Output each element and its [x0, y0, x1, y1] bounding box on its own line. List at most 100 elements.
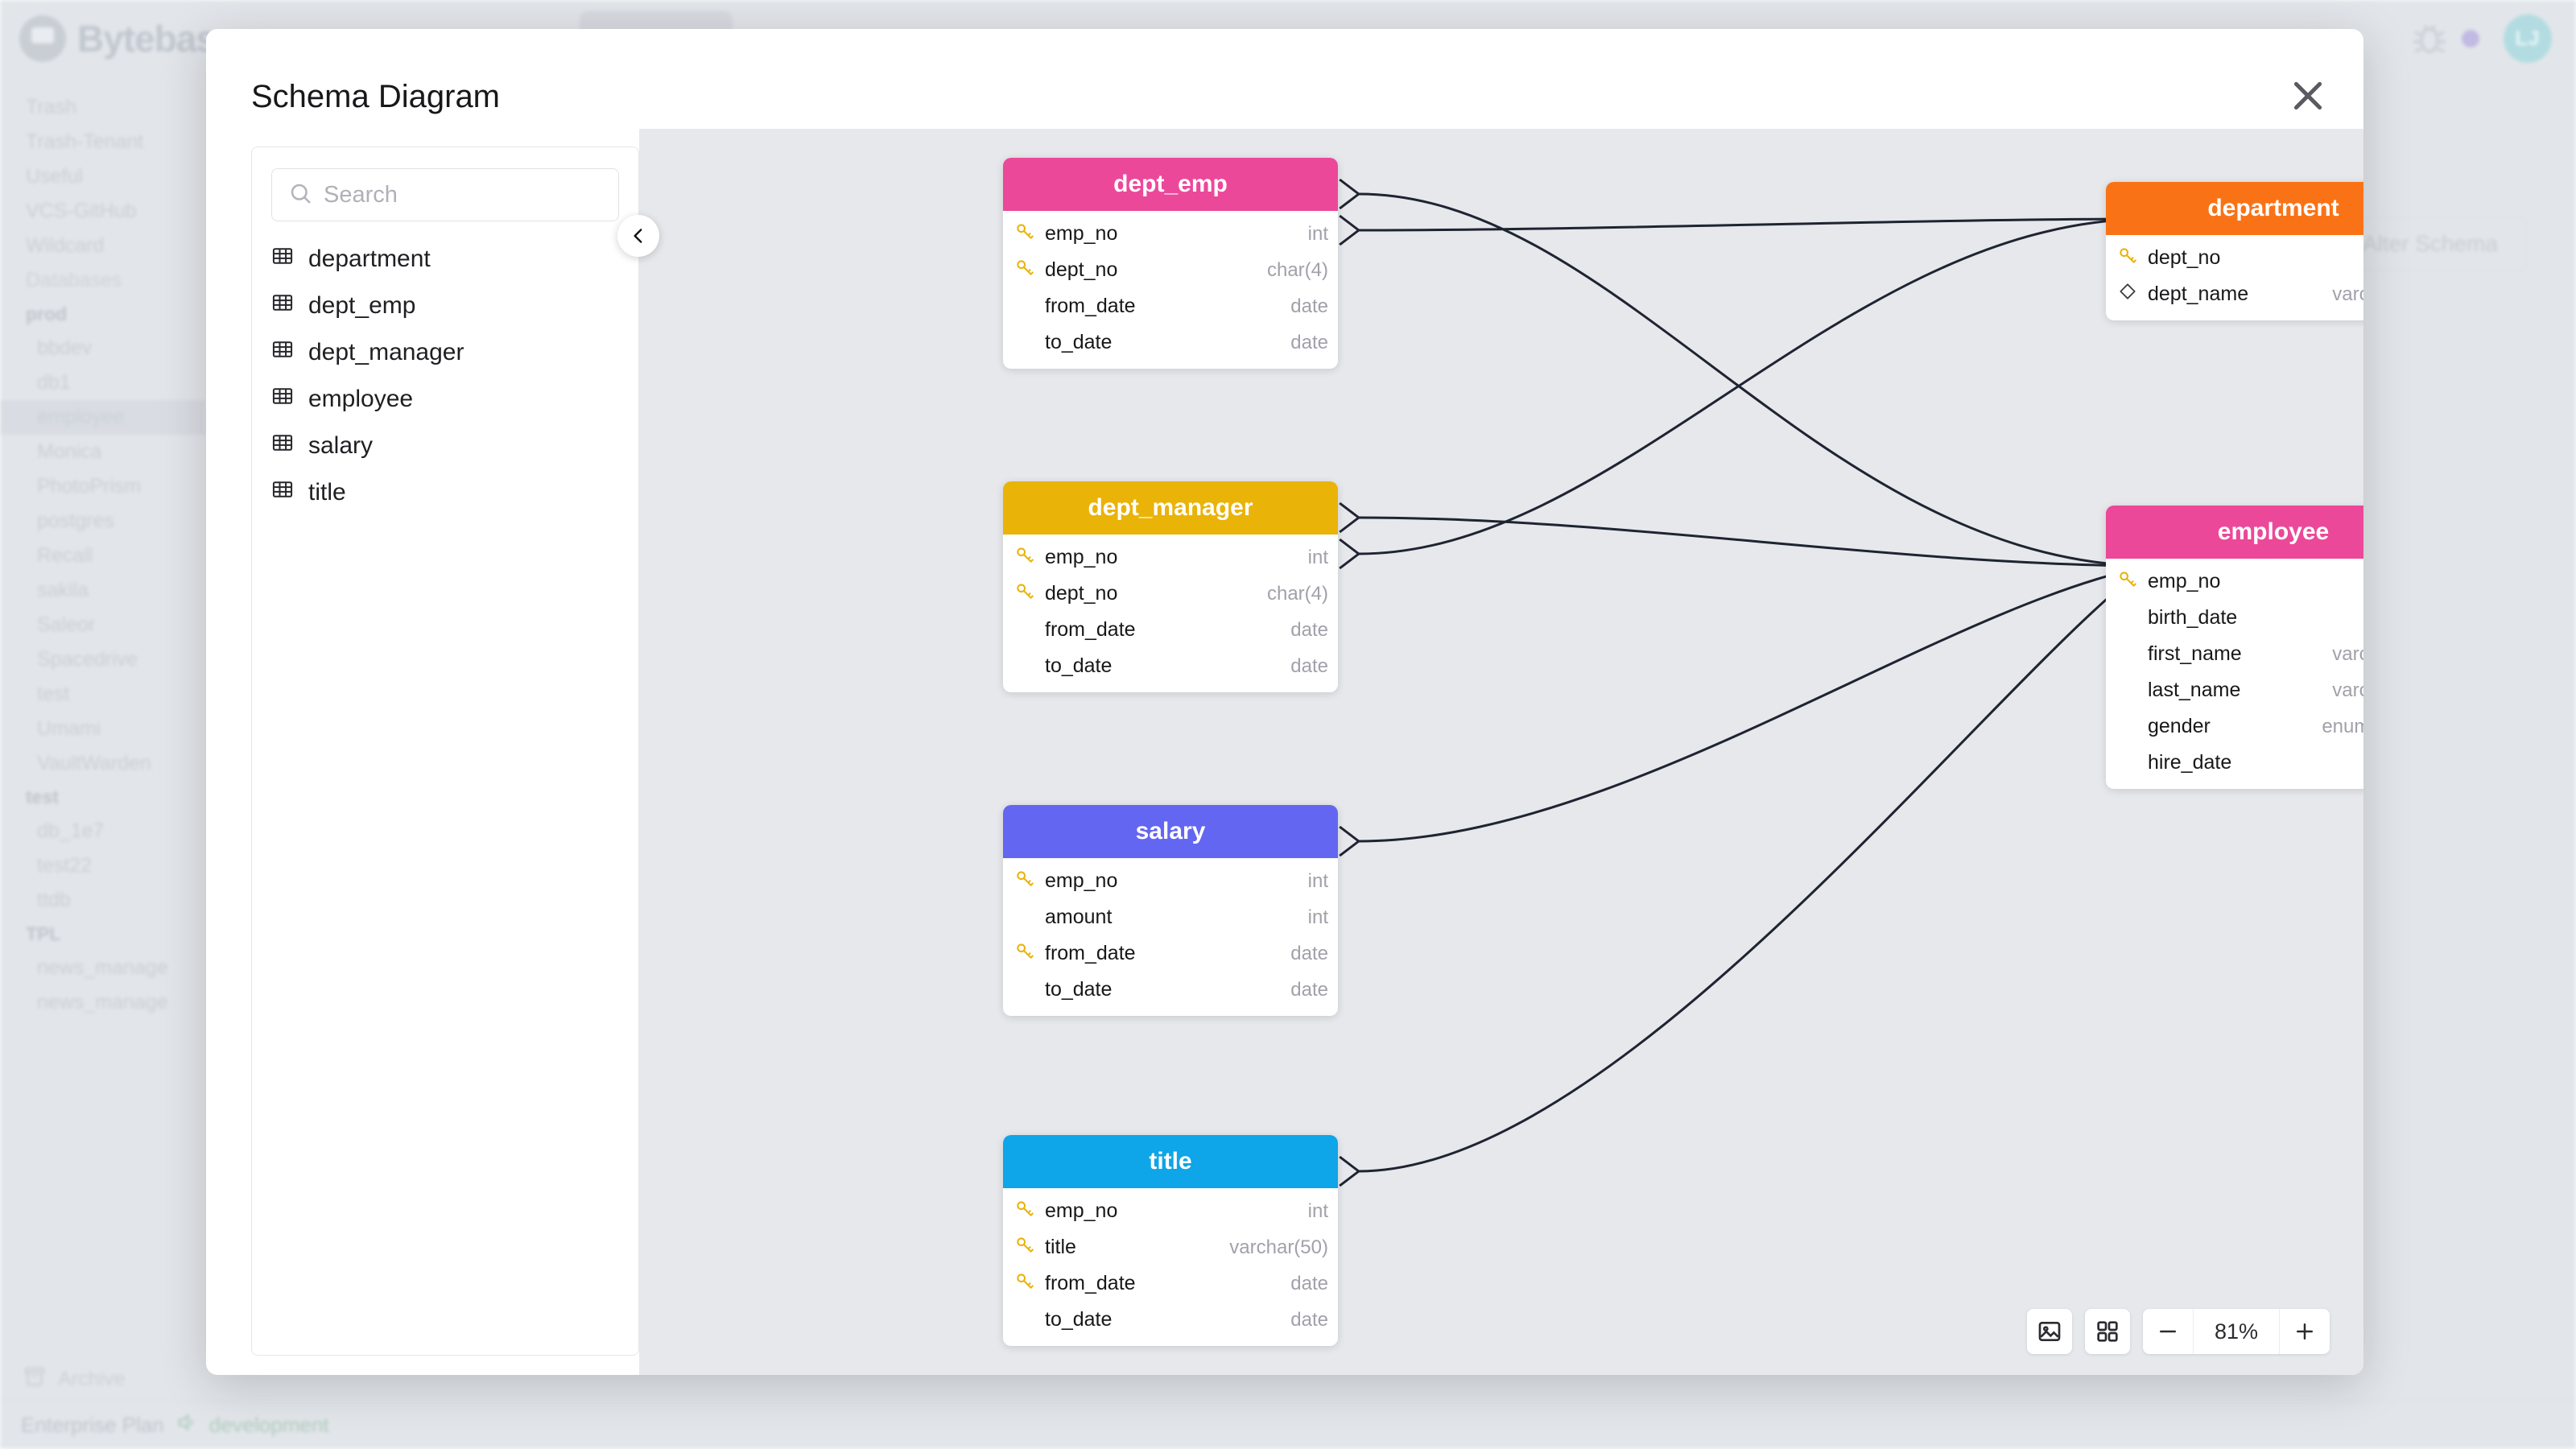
- zoom-in-button[interactable]: [2280, 1309, 2330, 1354]
- list-item[interactable]: dept_manager: [252, 329, 638, 376]
- key-icon: [1014, 221, 1035, 247]
- column-type: date: [1290, 618, 1328, 641]
- sidebar-item[interactable]: test22: [37, 854, 93, 877]
- sidebar-item[interactable]: Useful: [26, 165, 83, 188]
- status-bar: Enterprise Plan development: [0, 1401, 2576, 1449]
- sidebar-item[interactable]: test: [26, 786, 59, 807]
- no-icon: [1014, 653, 1035, 679]
- sidebar-item[interactable]: TPL: [26, 923, 61, 944]
- search-input[interactable]: [324, 181, 627, 208]
- sidebar-item[interactable]: Recall: [37, 544, 93, 567]
- list-item[interactable]: employee: [252, 376, 638, 423]
- speaker-icon[interactable]: [175, 1411, 198, 1439]
- sidebar-item[interactable]: news_manage: [37, 956, 168, 979]
- column-type: date: [1290, 1308, 1328, 1331]
- image-export-icon[interactable]: [2027, 1309, 2072, 1354]
- sidebar-item[interactable]: postgres: [37, 510, 114, 532]
- close-icon[interactable]: [2288, 76, 2328, 116]
- column-name: emp_no: [1045, 222, 1118, 245]
- sidebar-item[interactable]: Saleor: [37, 613, 96, 636]
- grid-layout-icon[interactable]: [2085, 1309, 2130, 1354]
- sidebar-item[interactable]: sakila: [37, 579, 89, 601]
- archive-icon: [23, 1364, 47, 1394]
- sidebar-item[interactable]: db1: [37, 371, 71, 394]
- column-name: emp_no: [2148, 570, 2221, 592]
- column-type: int: [1307, 906, 1328, 928]
- bug-icon[interactable]: [2410, 19, 2449, 58]
- sidebar-item[interactable]: prod: [26, 303, 68, 324]
- column-type: int: [1307, 1199, 1328, 1222]
- zoom-out-button[interactable]: [2143, 1309, 2193, 1354]
- sidebar-item-archive[interactable]: Archive: [0, 1364, 2576, 1394]
- sidebar-item[interactable]: Umami: [37, 717, 101, 740]
- list-item[interactable]: salary: [252, 423, 638, 469]
- sidebar-item[interactable]: news_manage: [37, 991, 168, 1013]
- key-icon: [1014, 580, 1035, 607]
- collapse-panel-button[interactable]: [617, 215, 659, 257]
- sidebar-item[interactable]: bbdev: [37, 336, 93, 359]
- sidebar-item[interactable]: db_1e7: [37, 819, 105, 842]
- table-row[interactable]: first_namevarchar(14): [2106, 636, 2363, 672]
- table-row[interactable]: last_namevarchar(16): [2106, 672, 2363, 708]
- app-logo[interactable]: Bytebase: [19, 15, 237, 62]
- sidebar-item[interactable]: VaultWarden: [37, 752, 151, 774]
- table-node[interactable]: employee emp_nointbirth_datedatefirst_na…: [2106, 506, 2363, 789]
- sidebar-item[interactable]: Wildcard: [26, 234, 105, 257]
- sidebar-item[interactable]: ttdb: [37, 889, 71, 911]
- sidebar-item[interactable]: Trash: [26, 96, 76, 118]
- schema-diagram-modal: Schema Diagram department dept_emp dept_…: [206, 29, 2363, 1375]
- avatar[interactable]: LJ: [2504, 14, 2552, 63]
- sidebar-item[interactable]: Monica: [37, 440, 102, 463]
- archive-label: Archive: [58, 1368, 126, 1390]
- table-node-title: dept_manager: [1003, 481, 1338, 535]
- column-name: from_date: [1045, 942, 1136, 964]
- sidebar-item[interactable]: Spacedrive: [37, 648, 138, 671]
- search-box[interactable]: [271, 168, 627, 221]
- sidebar-item[interactable]: test: [37, 683, 70, 705]
- sidebar-item[interactable]: employee: [0, 400, 206, 435]
- list-item-label: dept_emp: [308, 292, 416, 319]
- table-row[interactable]: dept_name varchar(40): [2106, 276, 2363, 312]
- alter-schema-button[interactable]: Alter Schema: [2334, 217, 2526, 270]
- sidebar-item[interactable]: VCS-GitHub: [26, 200, 137, 222]
- list-item[interactable]: title: [252, 469, 638, 516]
- column-type: date: [1290, 331, 1328, 353]
- list-item[interactable]: dept_emp: [252, 283, 638, 329]
- key-icon: [1014, 544, 1035, 571]
- column-type: varchar(40): [2332, 283, 2363, 305]
- column-name: dept_name: [2148, 283, 2249, 305]
- key-icon: [1014, 868, 1035, 894]
- sidebar-item[interactable]: PhotoPrism: [37, 475, 142, 497]
- column-type: date: [1290, 295, 1328, 317]
- sidebar-item[interactable]: Trash-Tenant: [26, 130, 144, 153]
- table-list-panel: department dept_emp dept_manager employe…: [251, 147, 659, 1356]
- list-item[interactable]: department: [252, 236, 638, 283]
